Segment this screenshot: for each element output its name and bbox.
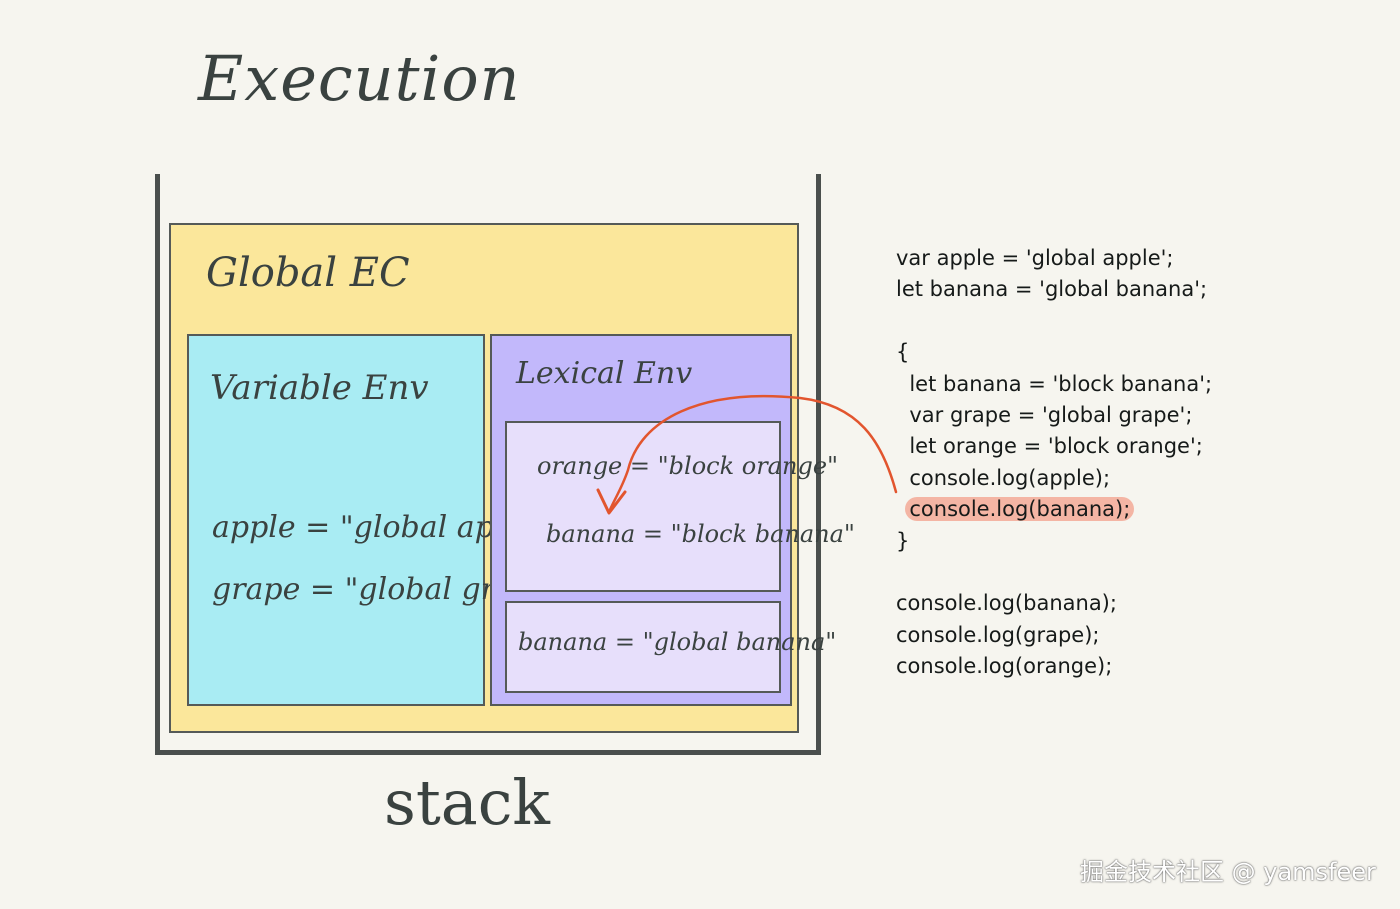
code-line: let orange = 'block orange'; xyxy=(896,434,1203,459)
code-line: console.log(banana); xyxy=(896,591,1117,616)
block-scope-box xyxy=(505,421,781,592)
global-ec-label: Global EC xyxy=(206,250,410,296)
stack-label: stack xyxy=(384,766,550,839)
lookup-arrow-head xyxy=(596,488,627,515)
lexical-entry-global-banana: banana = "global banana" xyxy=(518,628,837,656)
variable-env-label: Variable Env xyxy=(210,368,429,408)
code-line: console.log(apple); xyxy=(896,465,1111,490)
code-line: console.log(orange); xyxy=(896,654,1113,679)
code-line: console.log(banana); xyxy=(896,494,1212,525)
lookup-arrow-path xyxy=(607,394,898,514)
code-line: let banana = 'block banana'; xyxy=(896,371,1213,396)
code-line: console.log(grape); xyxy=(896,622,1100,647)
diagram-title: Execution xyxy=(198,42,521,115)
lexical-env-label: Lexical Env xyxy=(516,356,693,391)
watermark: 掘金技术社区 @ yamsfeer xyxy=(1080,858,1376,886)
variable-environment xyxy=(187,334,485,706)
global-scope-box xyxy=(505,601,781,693)
code-line: var grape = 'global grape'; xyxy=(896,402,1193,427)
code-line: { xyxy=(896,340,910,365)
highlighted-code: console.log(banana); xyxy=(905,497,1135,522)
lexical-entry-orange: orange = "block orange" xyxy=(537,452,839,480)
code-line: var apple = 'global apple'; xyxy=(896,246,1174,270)
code-line: } xyxy=(896,528,910,553)
lexical-entry-block-banana: banana = "block banana" xyxy=(546,520,855,548)
code-line: let banana = 'global banana'; xyxy=(896,277,1208,302)
execution-stack-container xyxy=(155,174,821,755)
code-snippet: var apple = 'global apple'; let banana = … xyxy=(896,243,1212,682)
